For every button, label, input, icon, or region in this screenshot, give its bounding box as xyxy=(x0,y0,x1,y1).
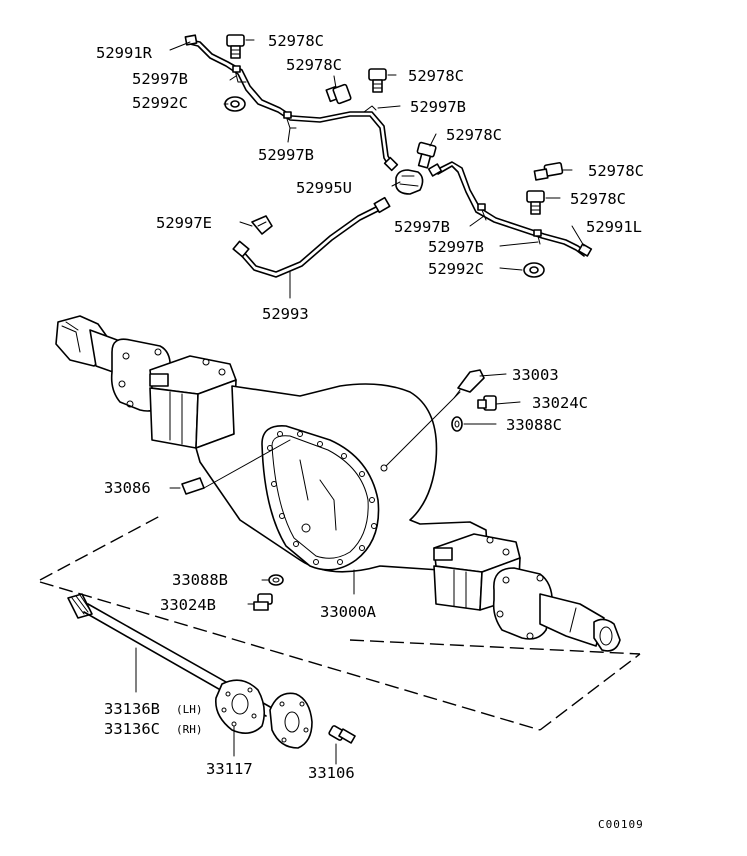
leader-lines xyxy=(135,39,585,765)
label-52978C-3: 52978C xyxy=(408,67,464,85)
brake-pipe-left-52991L xyxy=(427,161,593,257)
label-33088C: 33088C xyxy=(506,416,562,434)
clip-52997B-1 xyxy=(232,65,247,83)
label-52991L: 52991L xyxy=(586,218,642,236)
label-52992C-2: 52992C xyxy=(428,260,484,278)
label-52978C-1: 52978C xyxy=(268,32,324,50)
bolt-52978C-1 xyxy=(226,34,245,59)
clip-52997E xyxy=(251,215,273,235)
label-52978C-4: 52978C xyxy=(446,126,502,144)
label-52978C-6: 52978C xyxy=(570,190,626,208)
plug-33024C xyxy=(477,395,497,411)
label-33088B: 33088B xyxy=(172,571,228,589)
label-33117: 33117 xyxy=(206,760,253,778)
pin-33086 xyxy=(181,477,205,495)
bolt-52978C-6 xyxy=(526,190,545,215)
label-52992C-1: 52992C xyxy=(132,94,188,112)
label-52997B-5: 52997B xyxy=(428,238,484,256)
plug-33024B xyxy=(253,593,273,611)
bolt-52978C-5 xyxy=(533,162,564,181)
bolt-52978C-4 xyxy=(416,141,437,169)
diagram-code: C00109 xyxy=(598,818,644,831)
label-52995U: 52995U xyxy=(296,179,352,197)
label-52978C-2: 52978C xyxy=(286,56,342,74)
label-33003: 33003 xyxy=(512,366,559,384)
label-33136B-side: (LH) xyxy=(176,703,203,716)
gasket-33088B xyxy=(268,574,284,586)
label-52997B-4: 52997B xyxy=(394,218,450,236)
dashed-boundary xyxy=(39,515,641,731)
clip-52997B-4 xyxy=(477,203,487,221)
label-33000A: 33000A xyxy=(320,603,377,621)
nut-52992C-1 xyxy=(224,96,246,112)
label-52997B-2: 52997B xyxy=(410,98,466,116)
label-52997E: 52997E xyxy=(156,214,212,232)
shaft-flange xyxy=(269,692,313,749)
label-52993: 52993 xyxy=(262,305,309,323)
label-52997B-1: 52997B xyxy=(132,70,188,88)
label-33086: 33086 xyxy=(104,479,151,497)
clip-52997B-5 xyxy=(533,229,542,245)
axle-housing-33000A xyxy=(55,315,621,652)
connector-52995U xyxy=(395,169,424,195)
bolt-33106 xyxy=(328,725,356,744)
label-33136B: 33136B xyxy=(104,700,160,718)
label-33024C: 33024C xyxy=(532,394,588,412)
brake-hose-52993 xyxy=(232,196,391,278)
brake-pipe-right-52991R xyxy=(184,34,399,172)
label-52997B-3: 52997B xyxy=(258,146,314,164)
label-52978C-5: 52978C xyxy=(588,162,644,180)
nut-52992C-2 xyxy=(523,262,545,278)
clip-52997B-upper-mid xyxy=(363,105,377,113)
bolt-52978C-2 xyxy=(325,83,352,105)
gasket-33088C xyxy=(451,416,463,432)
label-33136C: 33136C xyxy=(104,720,160,738)
label-33106: 33106 xyxy=(308,764,355,782)
label-52991R: 52991R xyxy=(96,44,153,62)
label-33136C-side: (RH) xyxy=(176,723,203,736)
bolt-52978C-3 xyxy=(368,68,387,93)
label-33024B: 33024B xyxy=(160,596,216,614)
gasket-33117 xyxy=(215,679,266,734)
